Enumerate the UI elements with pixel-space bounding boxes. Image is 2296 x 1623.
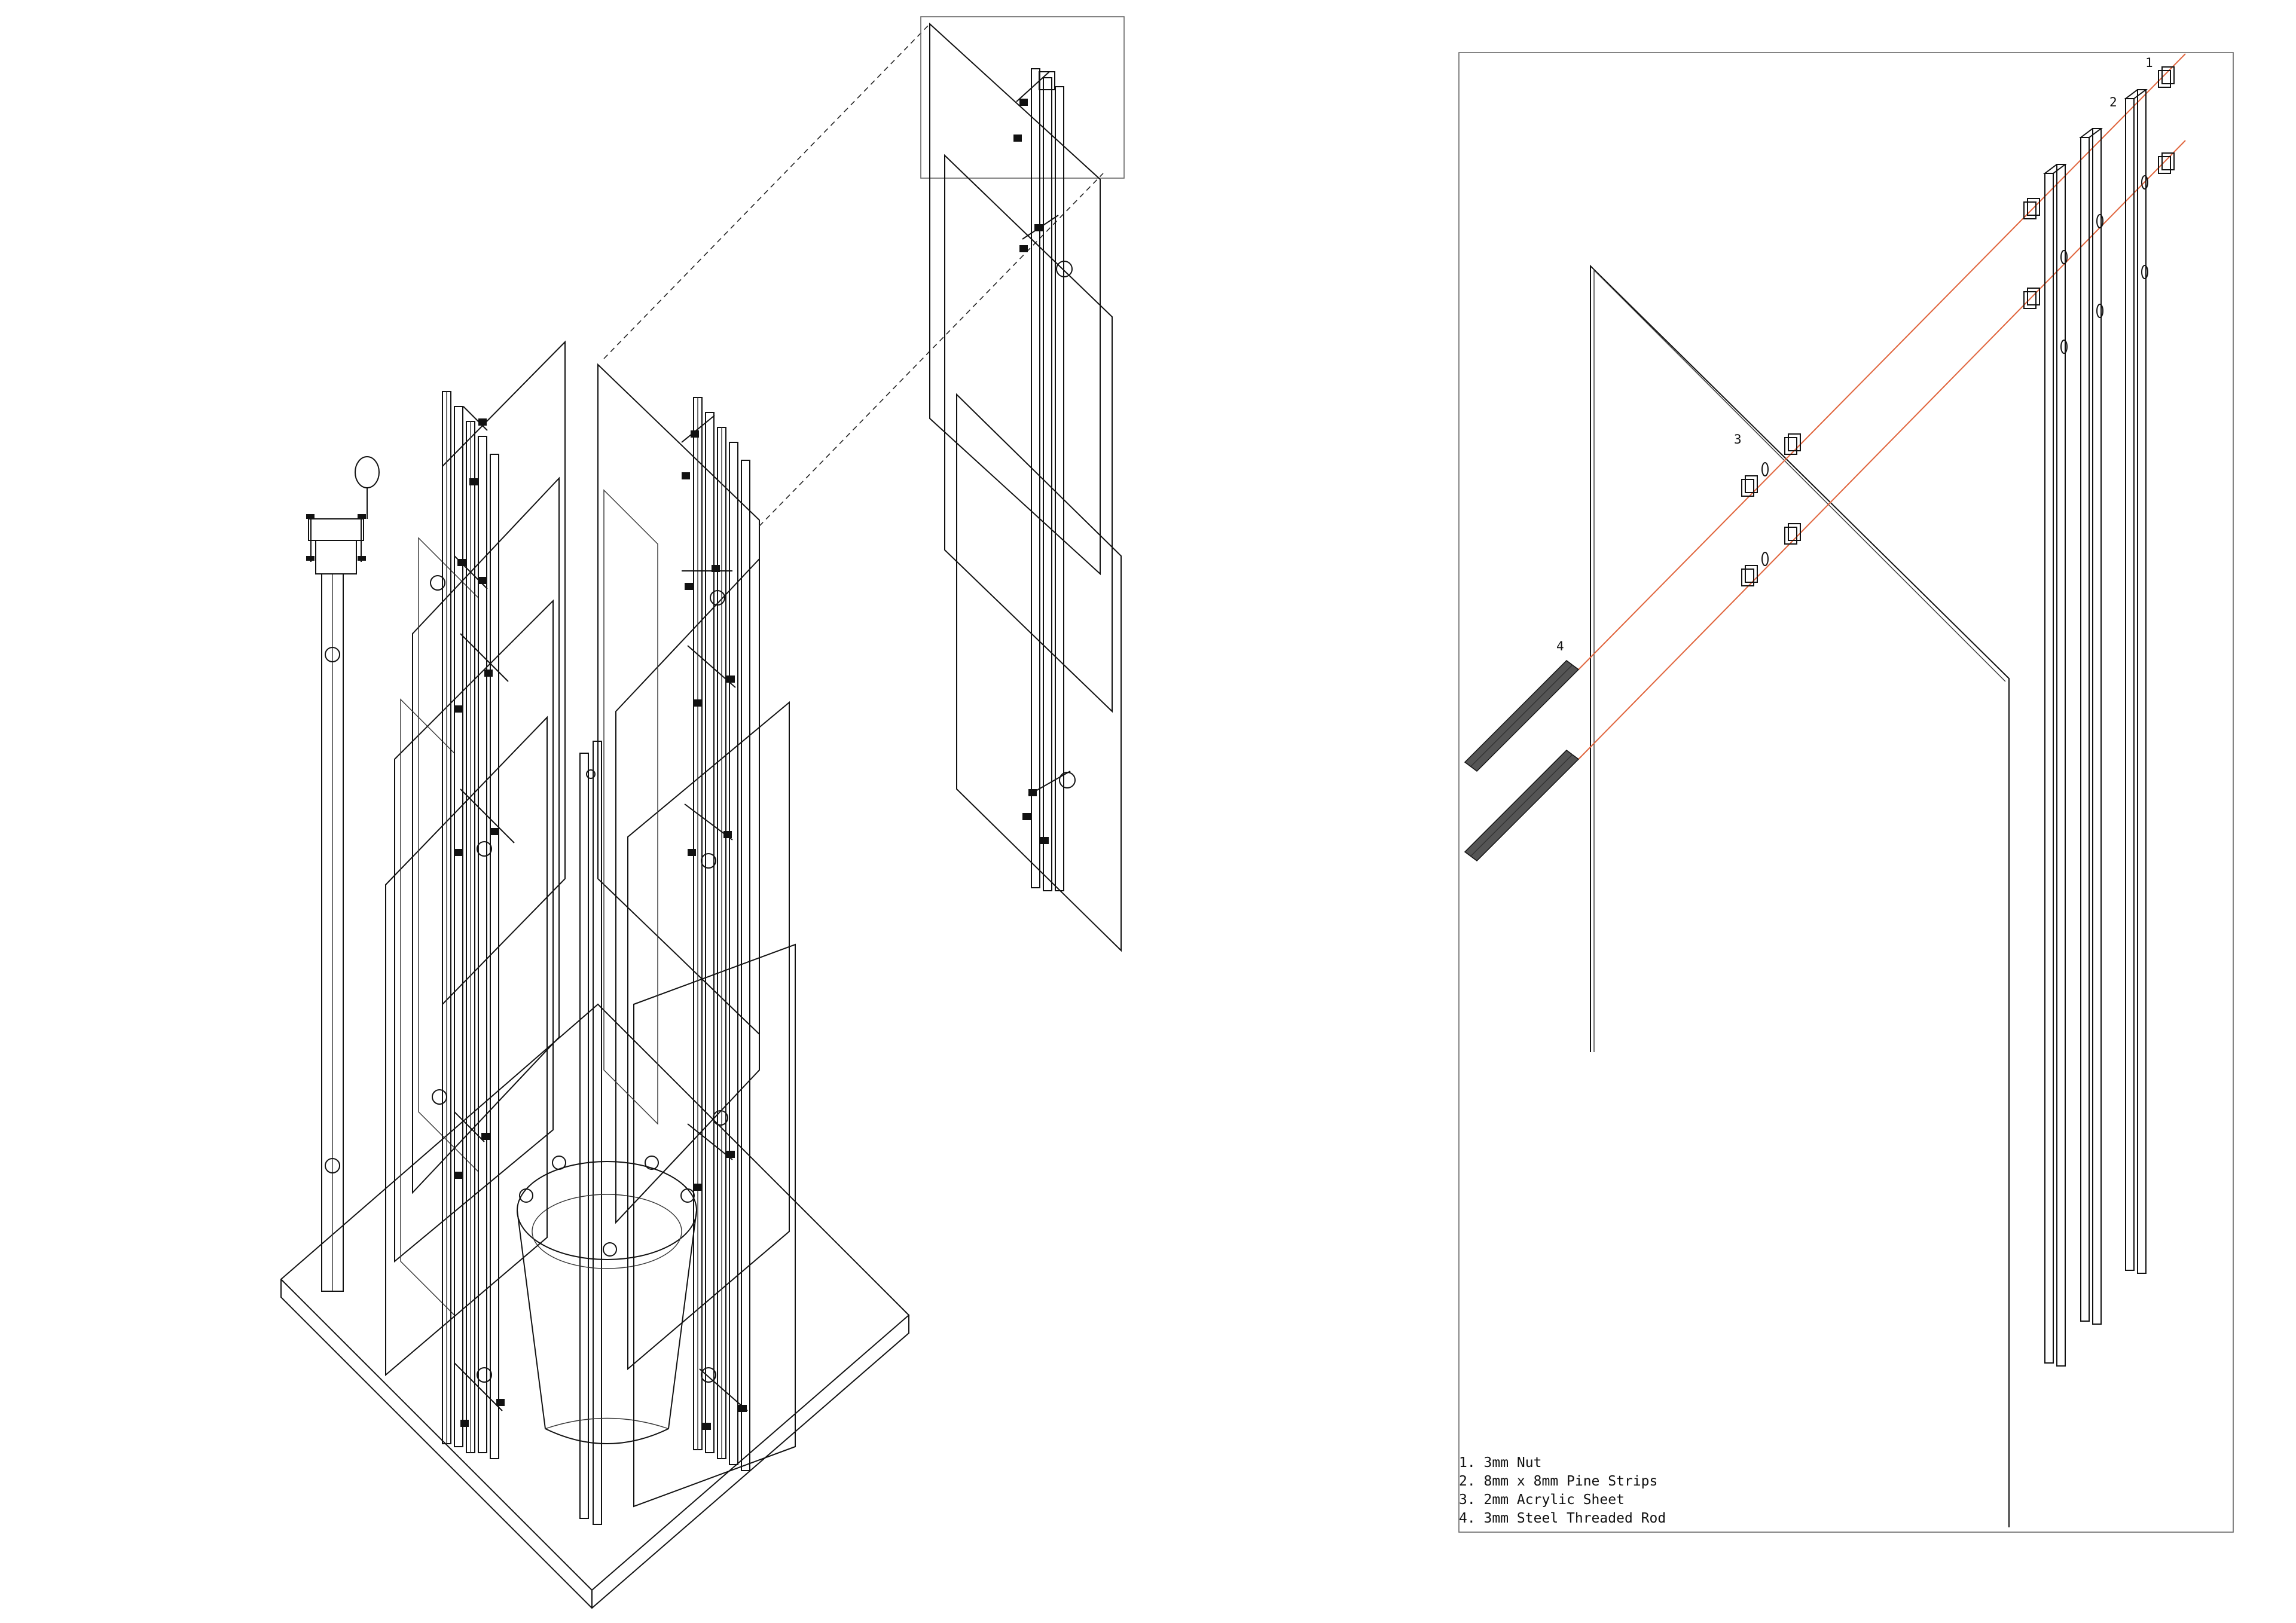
exploded-components: 1 2 3 4 — [1464, 53, 2186, 1527]
bucket — [517, 1156, 697, 1444]
callout-threaded-rod: 4 — [1556, 639, 1564, 653]
legend-item-nut: 1. 3mm Nut — [1459, 1455, 1541, 1471]
exploded-panel-frame — [1458, 52, 2234, 1533]
pine-strips-part — [2043, 89, 2148, 1367]
acrylic-sheets-right — [597, 363, 796, 1508]
assembly-axonometric — [280, 16, 1125, 1609]
detail-inset-box — [920, 16, 1125, 179]
fasteners-left — [430, 406, 515, 1427]
callout-pine-strips: 2 — [2109, 95, 2117, 109]
callout-nut: 1 — [2145, 56, 2153, 70]
legend: 1. 3mm Nut 2. 8mm x 8mm Pine Strips 3. 2… — [1459, 1455, 1666, 1526]
threaded-rods-part — [1464, 660, 1580, 861]
base-board — [280, 1003, 910, 1609]
pine-strips-left — [442, 391, 499, 1459]
pine-strips-right — [693, 397, 750, 1471]
detail-module — [929, 22, 1122, 952]
rod-axis-lines — [1578, 53, 2186, 760]
acrylic-sheet-part — [1590, 264, 2010, 1527]
fasteners-right — [681, 415, 748, 1430]
legend-item-threaded-rod: 4. 3mm Steel Threaded Rod — [1459, 1511, 1666, 1526]
projection-lines — [603, 23, 1104, 527]
legend-item-acrylic-sheet: 3. 2mm Acrylic Sheet — [1459, 1492, 1625, 1508]
nuts-part — [1741, 66, 2175, 586]
legend-item-pine-strips: 2. 8mm x 8mm Pine Strips — [1459, 1474, 1657, 1489]
side-stand — [306, 456, 380, 1292]
callout-acrylic-sheet: 3 — [1734, 432, 1742, 447]
